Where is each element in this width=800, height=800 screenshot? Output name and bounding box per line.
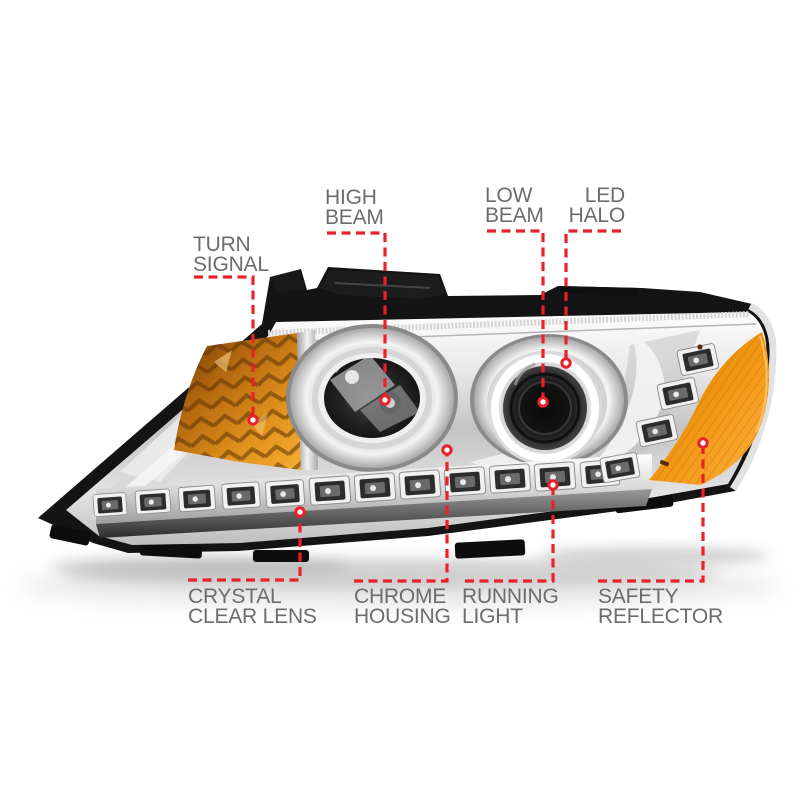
label-turn-signal-line2: SIGNAL — [193, 253, 269, 276]
label-safety-reflector: SAFETY REFLECTOR — [598, 585, 723, 628]
led-strip — [92, 454, 652, 538]
label-high-beam-line1: HIGH — [325, 186, 377, 209]
label-led-halo-line1: LED — [584, 184, 625, 207]
low-beam-marker — [537, 396, 549, 408]
safety-reflector-leader-line — [598, 443, 705, 583]
led-halo-ring — [491, 354, 599, 462]
chrome-housing-leader-line — [354, 450, 449, 583]
label-turn-signal-line1: TURN — [193, 233, 251, 256]
label-running-light-line1: RUNNING — [462, 585, 559, 608]
label-chrome-housing: CHROME HOUSING — [354, 585, 451, 628]
ground-shadow — [20, 546, 780, 608]
label-chrome-housing-line1: CHROME — [354, 585, 447, 608]
label-crystal-clear-lens: CRYSTAL CLEAR LENS — [188, 585, 317, 628]
label-low-beam-line2: BEAM — [485, 204, 544, 227]
running-light-leader-line — [465, 485, 555, 583]
label-high-beam: HIGH BEAM — [325, 186, 384, 229]
led-halo-marker — [560, 357, 572, 369]
label-low-beam: LOW BEAM — [485, 184, 544, 227]
label-running-light: RUNNING LIGHT — [462, 585, 559, 628]
crystal-clear-lens-marker — [294, 506, 306, 518]
callout-leader-lines — [188, 229, 705, 583]
label-low-beam-line1: LOW — [485, 184, 533, 207]
high-beam-leader-line — [327, 231, 387, 400]
label-high-beam-line2: BEAM — [325, 206, 384, 229]
label-chrome-housing-line2: HOUSING — [354, 605, 451, 628]
label-safety-reflector-line1: SAFETY — [598, 585, 679, 608]
label-safety-reflector-line2: REFLECTOR — [598, 605, 723, 628]
safety-reflector-marker — [697, 437, 709, 449]
turn-signal-marker — [247, 414, 259, 426]
label-crystal-clear-lens-line1: CRYSTAL — [188, 585, 282, 608]
callout-markers — [247, 357, 709, 518]
label-turn-signal: TURN SIGNAL — [193, 233, 269, 276]
label-led-halo-line2: HALO — [568, 204, 626, 227]
high-beam-marker — [379, 394, 391, 406]
led-halo-leader-line — [564, 229, 621, 363]
turn-signal-leader-line — [194, 275, 255, 420]
label-running-light-line2: LIGHT — [462, 605, 523, 628]
running-light-marker — [547, 479, 559, 491]
low-beam-leader-line — [487, 229, 545, 402]
label-crystal-clear-lens-line2: CLEAR LENS — [188, 605, 317, 628]
high-beam-projector — [286, 324, 458, 472]
crystal-clear-lens-leader-line — [188, 512, 302, 582]
low-beam-projector — [470, 334, 628, 466]
chrome-housing-marker — [441, 444, 453, 456]
label-led-halo: LED HALO — [568, 184, 626, 227]
